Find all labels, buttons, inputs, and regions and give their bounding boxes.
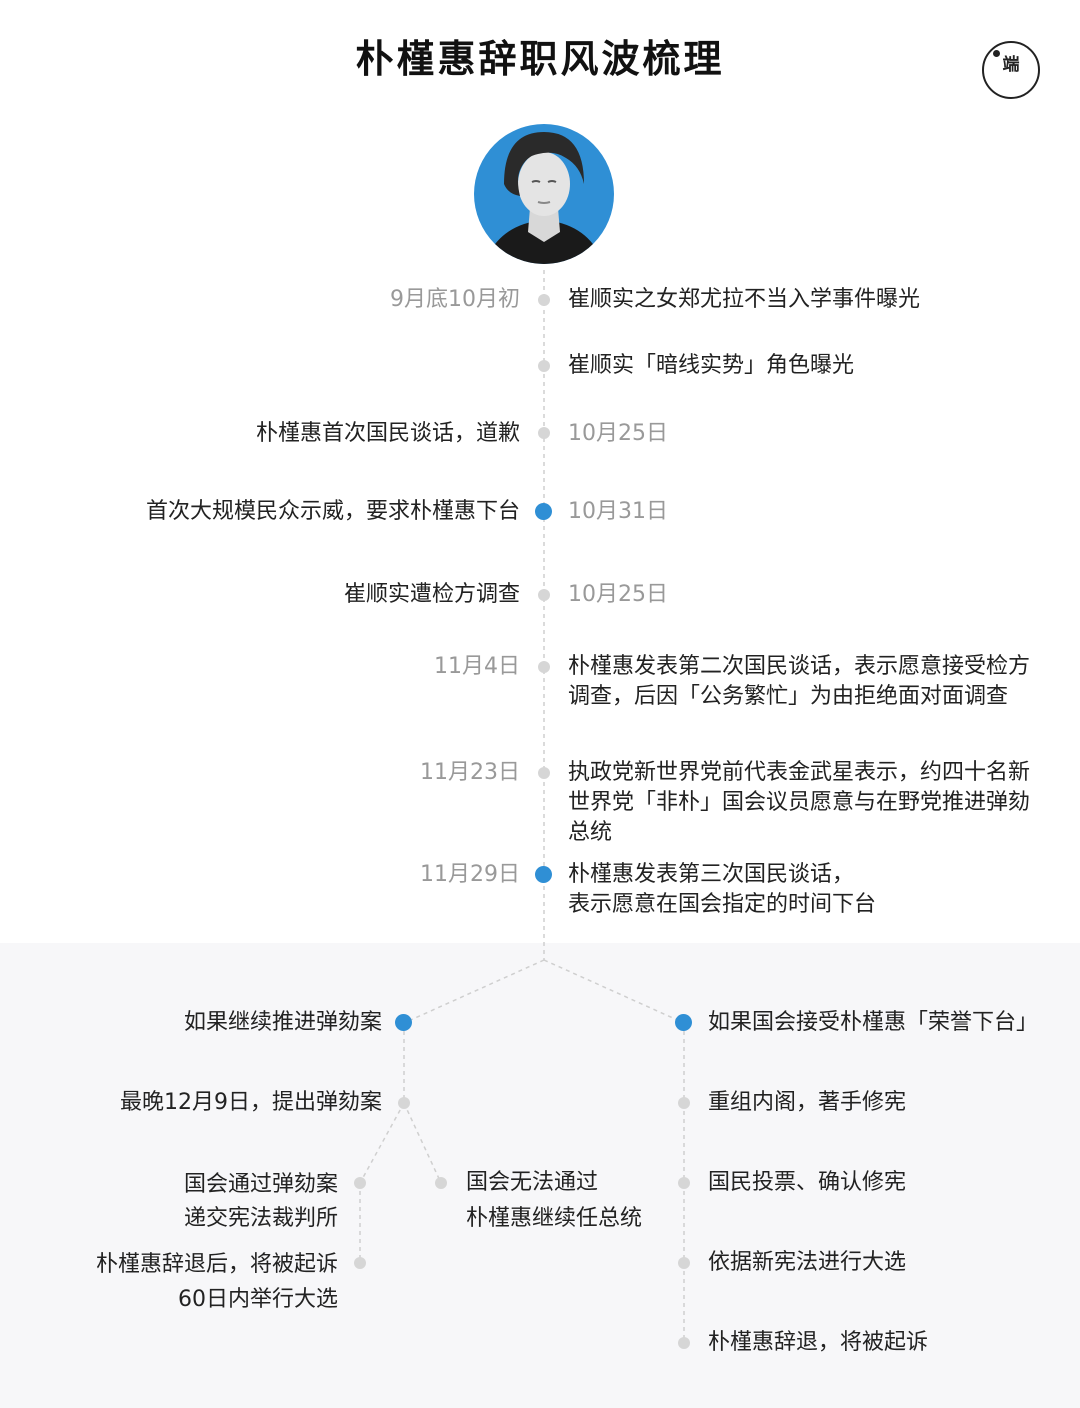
timeline-date-6: 11月4日 [434, 654, 520, 679]
impeachment-step-1-dot [398, 1097, 410, 1109]
logo-circle-icon: 端 [982, 41, 1040, 99]
timeline-event-1: 崔顺实之女郑尤拉不当入学事件曝光 [568, 287, 921, 312]
timeline-event-3: 朴槿惠首次国民谈话，道歉 [255, 421, 520, 446]
timeline-event-4: 首次大规模民众示威，要求朴槿惠下台 [145, 499, 520, 524]
impeachment-step-1: 最晚12月9日，提出弹劾案 [120, 1090, 382, 1115]
timeline-date-1: 9月底10月初 [390, 287, 520, 312]
impeachment-branch-dot [395, 1014, 412, 1031]
timeline-dot-4 [535, 503, 552, 520]
impeachment-after-dot [354, 1257, 366, 1269]
timeline-event-7: 执政党新世界党前代表金武星表示，约四十名新世界党「非朴」国会议员愿意与在野党推进… [568, 760, 1031, 845]
timeline-date-3: 10月25日 [568, 421, 668, 446]
timeline-date-8: 11月29日 [420, 862, 520, 887]
resignation-step-4: 朴槿惠辞退，将被起诉 [708, 1330, 929, 1355]
resignation-step-1-dot [678, 1097, 690, 1109]
timeline-date-5: 10月25日 [568, 582, 668, 607]
timeline-event-8b: 表示愿意在国会指定的时间下台 [568, 892, 877, 917]
timeline-event-8a: 朴槿惠发表第三次国民谈话， [568, 862, 855, 887]
page-title: 朴槿惠辞职风波梳理 [355, 37, 725, 81]
impeachment-after-line-1: 朴槿惠辞退后，将被起诉 [95, 1252, 338, 1277]
timeline-dot-6 [538, 661, 550, 673]
resignation-step-1: 重组内阁，著手修宪 [708, 1090, 907, 1115]
person-portrait-icon [474, 124, 614, 264]
timeline-date-7: 11月23日 [420, 760, 520, 785]
logo-text: 端 [1002, 55, 1020, 75]
impeachment-pass-line-2: 递交宪法裁判所 [183, 1206, 338, 1231]
resignation-step-3: 依据新宪法进行大选 [708, 1250, 907, 1275]
resignation-branch-title: 如果国会接受朴槿惠「荣誉下台」 [708, 1010, 1039, 1035]
impeachment-branch-title: 如果继续推进弹劾案 [183, 1010, 382, 1035]
impeachment-fail-line-1: 国会无法通过 [466, 1170, 599, 1195]
resignation-step-2: 国民投票、确认修宪 [708, 1170, 907, 1195]
resignation-step-3-dot [678, 1257, 690, 1269]
impeachment-fail-dot [435, 1177, 447, 1189]
timeline-dot-8 [535, 866, 552, 883]
timeline-dot-3 [538, 427, 550, 439]
resignation-branch-dot [675, 1014, 692, 1031]
timeline-dot-5 [538, 589, 550, 601]
resignation-step-4-dot [678, 1337, 690, 1349]
timeline-event-2: 崔顺实「暗线实势」角色曝光 [568, 353, 855, 378]
timeline-event-6: 朴槿惠发表第二次国民谈话，表示愿意接受检方调查，后因「公务繁忙」为由拒绝面对面调… [568, 654, 1031, 709]
scenario-section-background [0, 943, 1080, 1408]
impeachment-after-line-2: 60日内举行大选 [178, 1287, 338, 1312]
impeachment-fail-line-2: 朴槿惠继续任总统 [466, 1206, 643, 1231]
timeline-date-4: 10月31日 [568, 499, 668, 524]
resignation-step-2-dot [678, 1177, 690, 1189]
timeline-dot-2 [538, 360, 550, 372]
timeline-event-5: 崔顺实遭检方调查 [343, 582, 520, 607]
timeline-dot-7 [538, 767, 550, 779]
impeachment-pass-line-1: 国会通过弹劾案 [183, 1172, 338, 1197]
timeline-dot-1 [538, 294, 550, 306]
impeachment-pass-dot [354, 1177, 366, 1189]
logo-dot [993, 50, 1000, 57]
